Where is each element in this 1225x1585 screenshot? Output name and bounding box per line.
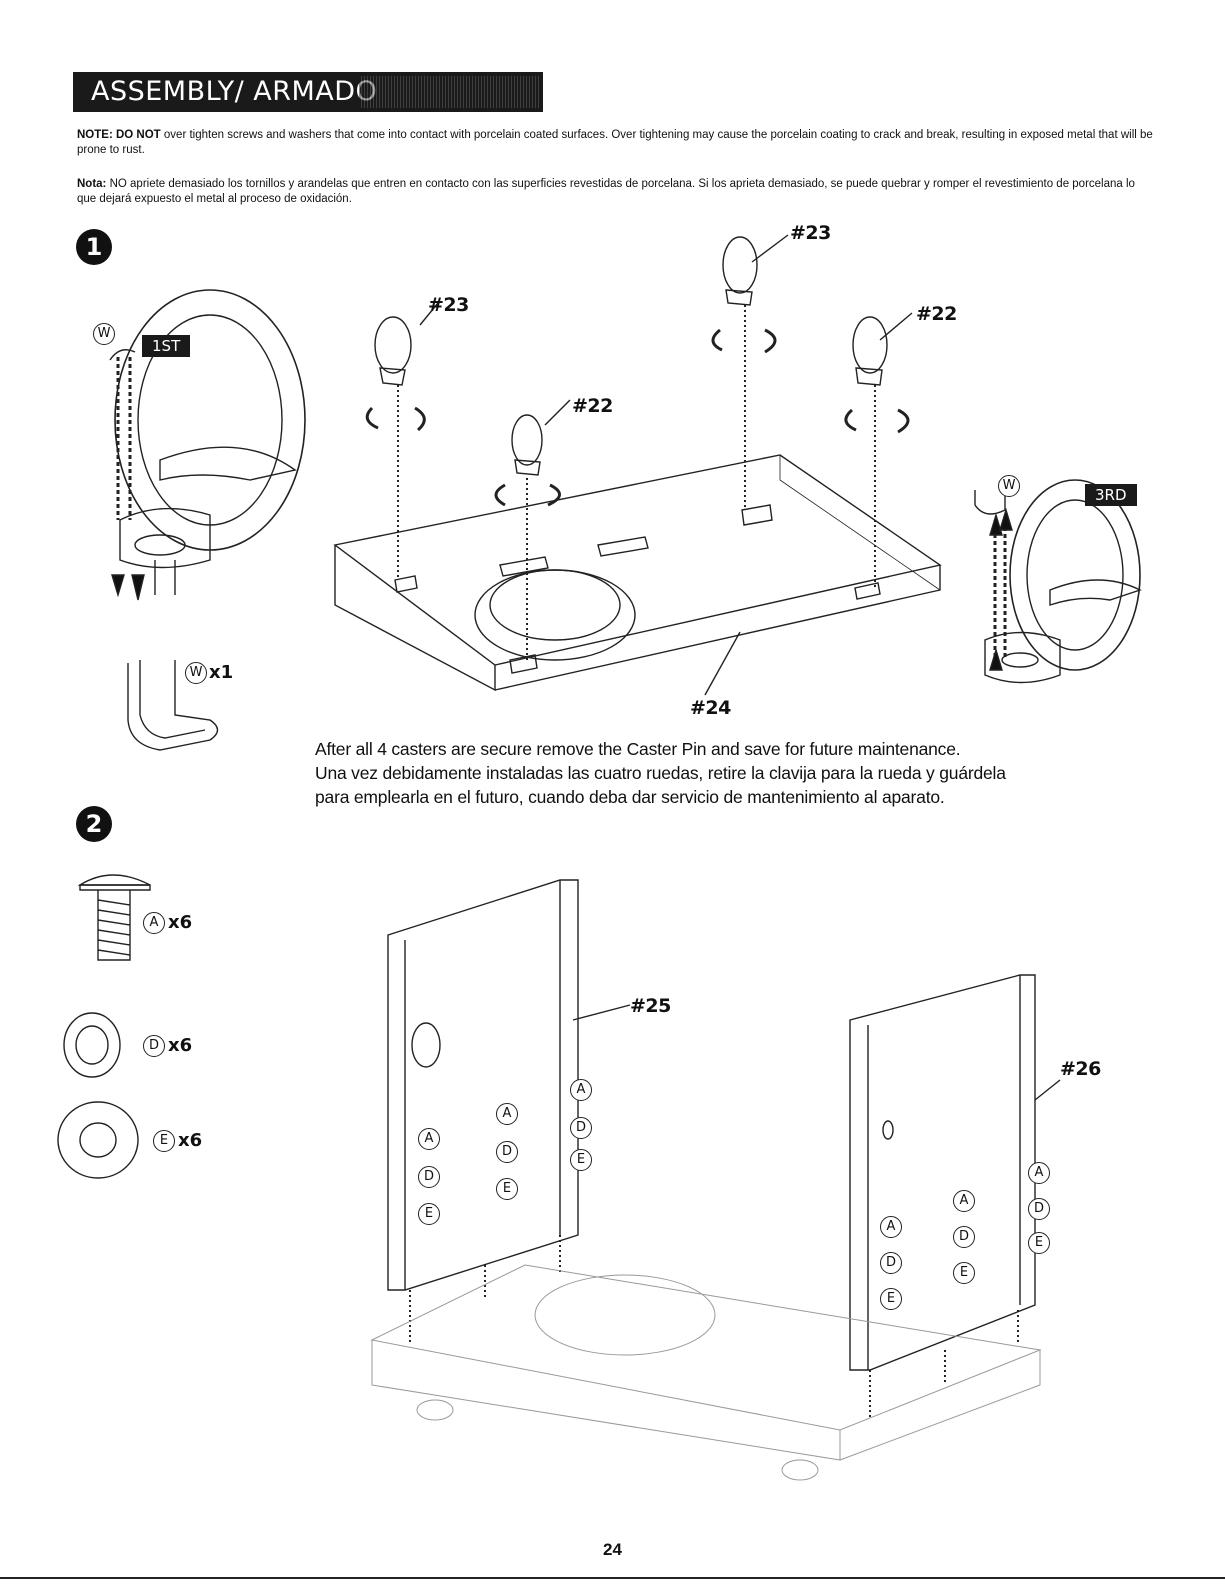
part-d-marker: D <box>143 1035 165 1057</box>
lock-washer-d-part <box>63 1012 121 1078</box>
label-right-panel-26: #26 <box>1060 1058 1101 1080</box>
label-caster-23-back: #23 <box>790 222 831 244</box>
assembled-base <box>370 1264 1042 1481</box>
caster-pin-detail-right <box>974 479 1142 684</box>
right-panel-26 <box>849 974 1061 1420</box>
callout-e: E <box>953 1262 975 1284</box>
page-number: 24 <box>603 1540 622 1559</box>
order-tag-third: 3RD <box>1085 484 1137 506</box>
section-title-banner: ASSEMBLY/ ARMADO <box>73 72 543 112</box>
callout-e: E <box>880 1288 902 1310</box>
caster-pin-part <box>127 660 219 751</box>
label-caster-22-front: #22 <box>572 395 613 417</box>
instructions-text: After all 4 casters are secure remove th… <box>315 737 1075 809</box>
callout-d: D <box>570 1117 592 1139</box>
part-e-qty: x6 <box>178 1130 203 1151</box>
instructions-line-es-1: Una vez debidamente instaladas las cuatr… <box>315 763 1006 783</box>
part-e-marker: E <box>153 1130 175 1152</box>
note-english: NOTE: DO NOT over tighten screws and was… <box>77 128 1157 158</box>
label-caster-22-right: #22 <box>916 303 957 325</box>
part-d-qty: x6 <box>168 1035 193 1056</box>
callout-d: D <box>953 1226 975 1248</box>
callout-e: E <box>570 1149 592 1171</box>
label-base-24: #24 <box>690 697 731 719</box>
callout-e: E <box>496 1178 518 1200</box>
part-w-marker-right: W <box>998 475 1020 497</box>
callout-d: D <box>880 1252 902 1274</box>
part-a-qty: x6 <box>168 912 193 933</box>
note-spanish: Nota: NO apriete demasiado los tornillos… <box>77 177 1157 207</box>
caster-pin-detail-left <box>109 289 306 601</box>
part-w-qty-marker: W <box>185 662 207 684</box>
callout-a: A <box>570 1079 592 1101</box>
callout-a: A <box>1028 1162 1050 1184</box>
part-w-qty: x1 <box>209 662 234 683</box>
bolt-a-part <box>77 874 151 961</box>
callout-d: D <box>418 1166 440 1188</box>
note-english-text: over tighten screws and washers that com… <box>77 129 1153 156</box>
section-title: ASSEMBLY/ ARMADO <box>91 76 378 107</box>
callout-d: D <box>1028 1198 1050 1220</box>
callout-d: D <box>496 1141 518 1163</box>
caster-22-front <box>494 399 571 660</box>
callout-a: A <box>496 1103 518 1125</box>
callout-a: A <box>880 1216 902 1238</box>
note-english-label: NOTE: DO NOT <box>77 129 161 141</box>
caster-22-right <box>844 312 913 588</box>
label-left-panel-25: #25 <box>630 995 671 1017</box>
label-caster-23-left: #23 <box>428 294 469 316</box>
instructions-line-es-2: para emplearla en el futuro, cuando deba… <box>315 787 945 807</box>
step-2-marker: 2 <box>76 806 112 842</box>
callout-e: E <box>418 1203 440 1225</box>
callout-e: E <box>1028 1232 1050 1254</box>
left-panel-25 <box>387 879 631 1345</box>
callout-a: A <box>953 1190 975 1212</box>
callout-a: A <box>418 1128 440 1150</box>
note-spanish-text: NO apriete demasiado los tornillos y ara… <box>77 178 1135 205</box>
caster-23-left <box>365 302 439 580</box>
flat-washer-e-part <box>57 1101 139 1179</box>
base-tray-24 <box>333 454 942 696</box>
order-tag-first: 1ST <box>142 335 191 357</box>
part-w-marker: W <box>93 323 115 345</box>
part-a-marker: A <box>143 912 165 934</box>
step-1-marker: 1 <box>76 229 112 265</box>
instructions-line-en: After all 4 casters are secure remove th… <box>315 739 961 759</box>
note-spanish-label: Nota: <box>77 178 107 190</box>
caster-23-back <box>711 234 789 510</box>
bottom-rule <box>0 1577 1225 1579</box>
